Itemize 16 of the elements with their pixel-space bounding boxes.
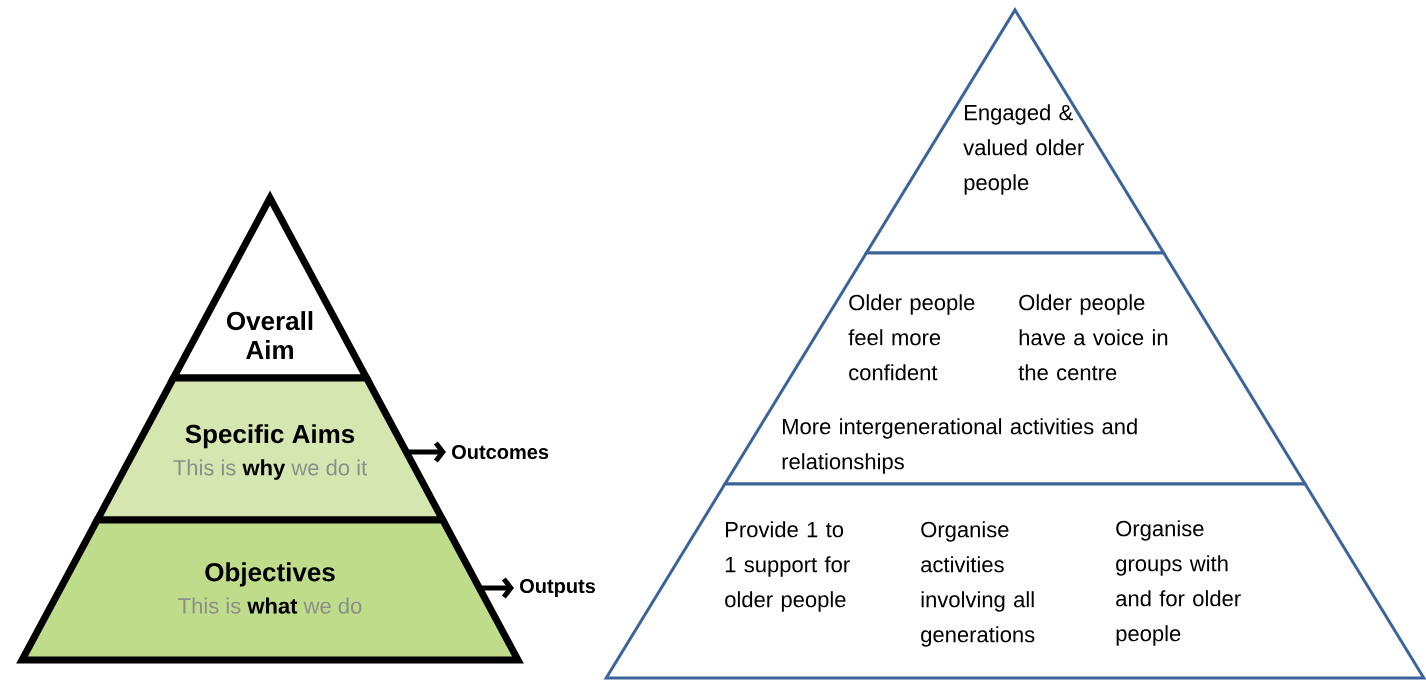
band-text: Engaged & valued older people <box>963 104 1084 195</box>
side-label: Outcomes <box>452 444 549 460</box>
band-text: Older people have a voice in the centre <box>1018 294 1168 381</box>
band-text: Organise groups with and for older people <box>1116 520 1241 646</box>
band-text: Organise activities involving all generations <box>921 521 1035 647</box>
band-text: Older people feel more confident <box>848 294 975 381</box>
band-heading: Specific Aims <box>185 424 355 449</box>
arrow <box>406 441 446 463</box>
band-text: Provide 1 to 1 support for older people <box>725 521 850 612</box>
side-label: Outputs <box>520 578 596 598</box>
band-heading: Overall Aim <box>227 311 313 359</box>
band-heading: Objectives <box>205 562 335 587</box>
band-subtext: This is why we do it <box>173 459 367 480</box>
band-subtext: This is what we do <box>178 597 362 614</box>
arrow <box>479 577 514 599</box>
band-text: More intergenerational activities and relationships <box>782 418 1137 474</box>
